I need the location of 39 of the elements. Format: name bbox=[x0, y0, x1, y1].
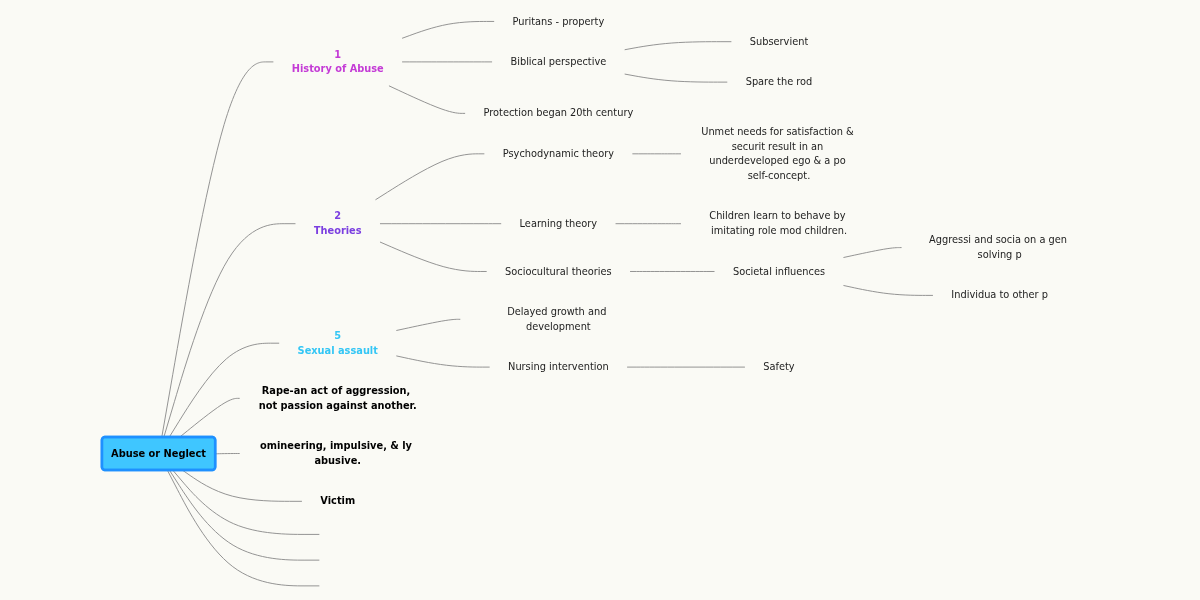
node-text: Victim bbox=[320, 495, 356, 507]
connector-line bbox=[629, 271, 716, 272]
node-text: Biblical perspective bbox=[510, 55, 607, 68]
connector-line bbox=[615, 223, 682, 225]
connector-line bbox=[375, 153, 486, 201]
connector-line bbox=[626, 366, 746, 368]
node-text: Spare the rod bbox=[745, 75, 813, 88]
connector-line bbox=[401, 61, 493, 63]
node-text: 2 Theories bbox=[314, 210, 362, 237]
node-text: Unmet needs for satisfaction & securit result in an underdeveloped ego & a po self-concept. bbox=[701, 125, 854, 182]
node-text: Learning theory bbox=[519, 217, 598, 230]
connector-line bbox=[388, 85, 466, 114]
node-text: Psychodynamic theory bbox=[502, 147, 615, 160]
node-text: omineering, impulsive, & ly abusive. bbox=[260, 440, 413, 467]
node-text: Rape-an act of aggression, not passion against another. bbox=[258, 384, 417, 412]
node-text: Safety bbox=[763, 360, 795, 373]
node-text: Societal influences bbox=[733, 265, 826, 278]
node-text: Nursing intervention bbox=[508, 360, 609, 373]
connector-line bbox=[401, 21, 495, 39]
node-text: Puritans - property bbox=[512, 15, 605, 27]
connector-line bbox=[843, 285, 934, 296]
connector-line bbox=[379, 241, 488, 272]
node-text: Sociocultural theories bbox=[505, 265, 612, 278]
connector-line bbox=[624, 41, 733, 51]
connector-line bbox=[396, 318, 461, 331]
connector-line bbox=[632, 153, 682, 155]
node-text: Individua to other p bbox=[951, 289, 1049, 301]
node-text: Protection began 20th century bbox=[483, 107, 634, 119]
node-text: Subservient bbox=[749, 35, 809, 48]
node-text: Aggressi and socia on a gen solving p bbox=[929, 234, 1068, 261]
node-text: Children learn to behave by imitating role mod children. bbox=[709, 210, 848, 237]
connector-line bbox=[396, 355, 491, 368]
connector-line bbox=[215, 453, 241, 455]
connector-line bbox=[624, 73, 728, 83]
node-text: Delayed growth and development bbox=[507, 305, 607, 333]
connector-line bbox=[379, 223, 502, 225]
connector-line bbox=[843, 247, 903, 258]
node-text: 1 History of Abuse bbox=[291, 48, 384, 75]
node-text: 5 Sexual assault bbox=[297, 329, 379, 357]
